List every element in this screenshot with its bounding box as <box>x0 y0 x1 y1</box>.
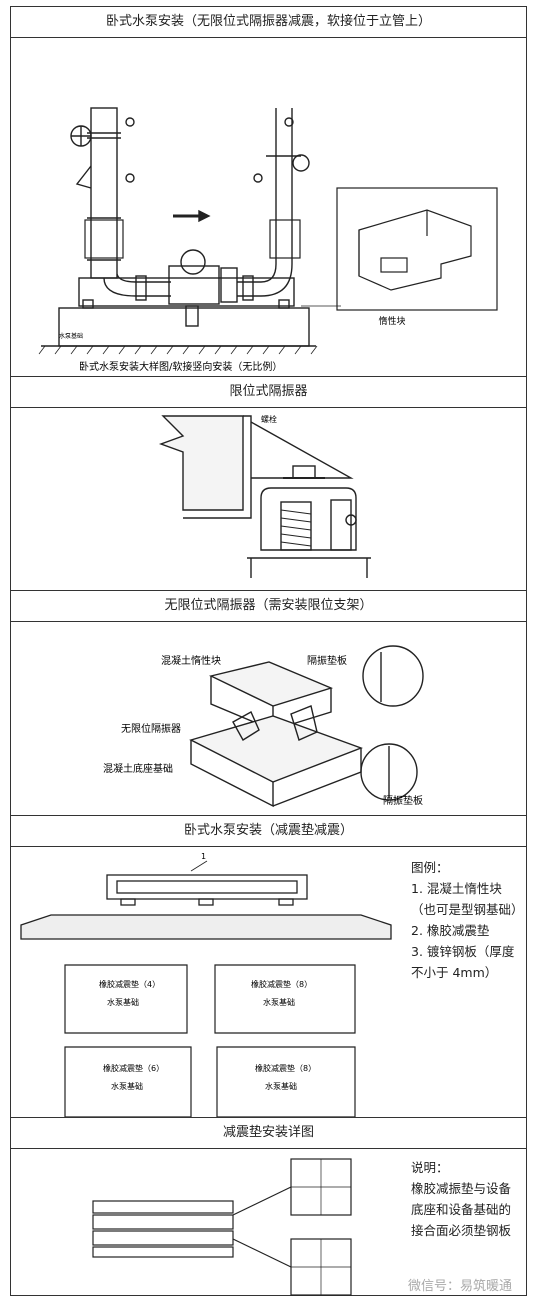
legend-item-1: 1. 混凝土惰性块（也可是型钢基础） <box>411 881 524 917</box>
section-limit-isolator: 限位式隔振器 <box>11 376 526 590</box>
pump-elevation-drawing: 惰性块 水泵基础 卧式水泵安装大样图/软接竖向安装（无比例） <box>38 107 498 373</box>
base-note: 水泵基础 <box>59 332 83 340</box>
section-title: 限位式隔振器 <box>11 377 526 408</box>
note-title: 说明： <box>411 1160 449 1175</box>
legend: 图例： 1. 混凝土惰性块（也可是型钢基础） 2. 橡胶减震垫 3. 镀锌钢板（… <box>411 857 524 983</box>
marker-1: 1 <box>201 852 206 861</box>
legend-item-2: 2. 橡胶减震垫 <box>411 923 490 938</box>
section-pad-detail: 减震垫安装详图 说明： <box>11 1117 526 1297</box>
plan-1-pad: 橡胶减震垫（4） <box>99 979 160 989</box>
section-title: 无限位式隔振器（需安装限位支架） <box>11 591 526 622</box>
plan-4-base: 水泵基础 <box>265 1081 297 1091</box>
note: 说明： 橡胶减振垫与设备底座和设备基础的接合面必须垫钢板 <box>411 1157 523 1241</box>
pump-pad-drawing: 1 橡胶减震垫（4） 水泵基础 橡胶减震垫（8） 水泵基础 橡胶减震垫（6） 水… <box>20 852 392 1118</box>
label-base: 混凝土底座基础 <box>103 762 173 775</box>
plan-3-pad: 橡胶减震垫（6） <box>103 1063 164 1073</box>
section-title: 卧式水泵安装（无限位式隔振器减震，软接位于立管上） <box>11 7 526 38</box>
plan-1-base: 水泵基础 <box>107 997 139 1007</box>
label-pad-top: 隔振垫板 <box>307 654 347 667</box>
section-pump-pad-installation: 卧式水泵安装（减震垫减震） 1 橡胶减震垫（4） 水泵基础 <box>11 815 526 1118</box>
label-isolator: 无限位隔振器 <box>121 722 181 735</box>
bolt-label: 螺栓 <box>261 414 277 424</box>
watermark: 微信号：易筑暖通 <box>407 1279 512 1294</box>
section-title: 减震垫安装详图 <box>11 1118 526 1149</box>
limit-isolator-drawing: 螺栓 <box>158 414 371 578</box>
plan-2-base: 水泵基础 <box>263 997 295 1007</box>
pad-detail-drawing <box>92 1158 352 1296</box>
note-text: 橡胶减振垫与设备底座和设备基础的接合面必须垫钢板 <box>411 1181 512 1238</box>
drawing-caption: 卧式水泵安装大样图/软接竖向安装（无比例） <box>79 360 282 373</box>
label-pad-bottom: 隔振垫板 <box>383 794 423 807</box>
legend-item-3: 3. 镀锌钢板（厚度不小于 4mm） <box>411 944 515 980</box>
section-no-limit-isolator: 无限位式隔振器（需安装限位支架） 混凝土惰性块 隔振垫板 无限位隔振器 <box>11 590 526 815</box>
section-title: 卧式水泵安装（减震垫减震） <box>11 816 526 847</box>
drawing-sheet: 卧式水泵安装（无限位式隔振器减震，软接位于立管上） <box>10 6 527 1296</box>
plan-2-pad: 橡胶减震垫（8） <box>251 979 312 989</box>
inset-label: 惰性块 <box>378 315 405 327</box>
legend-title: 图例： <box>411 860 449 875</box>
label-inertia-block: 混凝土惰性块 <box>161 654 221 667</box>
section-pump-installation: 卧式水泵安装（无限位式隔振器减震，软接位于立管上） <box>11 7 526 376</box>
plan-4-pad: 橡胶减震垫（8） <box>255 1063 316 1073</box>
plan-3-base: 水泵基础 <box>111 1081 143 1091</box>
no-limit-isolator-drawing: 混凝土惰性块 隔振垫板 无限位隔振器 混凝土底座基础 隔振垫板 <box>103 645 424 808</box>
